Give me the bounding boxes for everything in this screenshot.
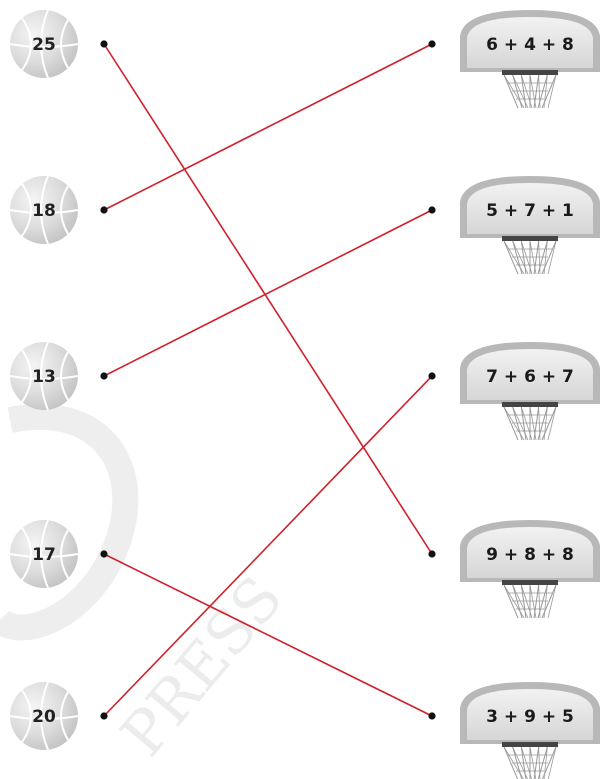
right-dot-5[interactable]	[428, 712, 436, 720]
connection-line-1	[103, 43, 433, 555]
connection-lines	[103, 43, 433, 717]
hoop-net	[503, 584, 557, 619]
ball-seam	[21, 349, 32, 403]
sum-expression: 5 + 7 + 1	[486, 201, 574, 221]
right-dot-1[interactable]	[428, 40, 436, 48]
ball-seam	[9, 715, 79, 720]
backboard-face	[467, 17, 593, 68]
left-dot-3[interactable]	[100, 372, 108, 380]
hoop-rim	[502, 742, 558, 747]
backboard-4[interactable]: 9 + 8 + 8	[460, 520, 600, 619]
backboard-1[interactable]: 6 + 4 + 8	[460, 10, 600, 109]
right-dot-2[interactable]	[428, 206, 436, 214]
ball-seam	[60, 691, 69, 741]
left-dot-4[interactable]	[100, 550, 108, 558]
basketball-2[interactable]: 18	[9, 175, 79, 245]
ball-number: 25	[32, 35, 56, 55]
sum-expression: 6 + 4 + 8	[486, 35, 574, 55]
backboard-5[interactable]: 3 + 9 + 5	[460, 682, 600, 779]
hoop-net	[503, 746, 557, 779]
ball-number: 17	[32, 545, 56, 565]
ball-number: 13	[32, 367, 56, 387]
left-dot-2[interactable]	[100, 206, 108, 214]
ball-number: 18	[32, 201, 56, 221]
left-dot-1[interactable]	[100, 40, 108, 48]
ball-number: 20	[32, 707, 56, 727]
connection-line-4	[103, 553, 433, 717]
ball-column: 25 18 13 17 20	[9, 9, 79, 751]
left-dot-5[interactable]	[100, 712, 108, 720]
hoop-net	[503, 74, 557, 109]
ball-seam	[21, 527, 32, 581]
ball-seam	[60, 351, 69, 401]
hoop-rim	[502, 580, 558, 585]
sum-expression: 7 + 6 + 7	[486, 367, 574, 387]
ball-seam	[9, 43, 79, 48]
ball-seam	[40, 341, 49, 411]
connection-line-3	[103, 209, 433, 377]
watermark-swirl	[0, 403, 139, 641]
connection-line-5	[103, 375, 433, 717]
hoop-net	[503, 240, 557, 275]
connection-line-2	[103, 43, 433, 211]
sum-expression: 3 + 9 + 5	[486, 707, 574, 727]
hoop-column: 6 + 4 + 8 5 + 7 + 1 7 + 6 + 7 9 + 8 + 8 3 + …	[460, 10, 600, 779]
sum-expression: 9 + 8 + 8	[486, 545, 574, 565]
ball-seam	[40, 681, 49, 751]
right-dot-3[interactable]	[428, 372, 436, 380]
ball-seam	[21, 17, 32, 71]
ball-seam	[9, 375, 79, 380]
basketball-3[interactable]: 13	[9, 341, 79, 411]
watermark-text: PRESS	[108, 563, 297, 769]
right-dot-4[interactable]	[428, 550, 436, 558]
ball-seam	[40, 175, 49, 245]
ball-seam	[60, 529, 69, 579]
ball-seam	[60, 185, 69, 235]
basketball-4[interactable]: 17	[9, 519, 79, 589]
backboard-2[interactable]: 5 + 7 + 1	[460, 176, 600, 275]
ball-seam	[21, 689, 32, 743]
ball-seam	[40, 519, 49, 589]
ball-seam	[40, 9, 49, 79]
backboard-3[interactable]: 7 + 6 + 7	[460, 342, 600, 441]
connection-dots	[100, 40, 436, 720]
backboard-face	[467, 183, 593, 234]
hoop-rim	[502, 236, 558, 241]
ball-seam	[9, 209, 79, 214]
backboard-face	[467, 349, 593, 400]
basketball-1[interactable]: 25	[9, 9, 79, 79]
backboard-face	[467, 689, 593, 740]
ball-seam	[9, 553, 79, 558]
ball-seam	[60, 19, 69, 69]
basketball-5[interactable]: 20	[9, 681, 79, 751]
hoop-rim	[502, 70, 558, 75]
backboard-face	[467, 527, 593, 578]
hoop-net	[503, 406, 557, 441]
hoop-rim	[502, 402, 558, 407]
ball-seam	[21, 183, 32, 237]
